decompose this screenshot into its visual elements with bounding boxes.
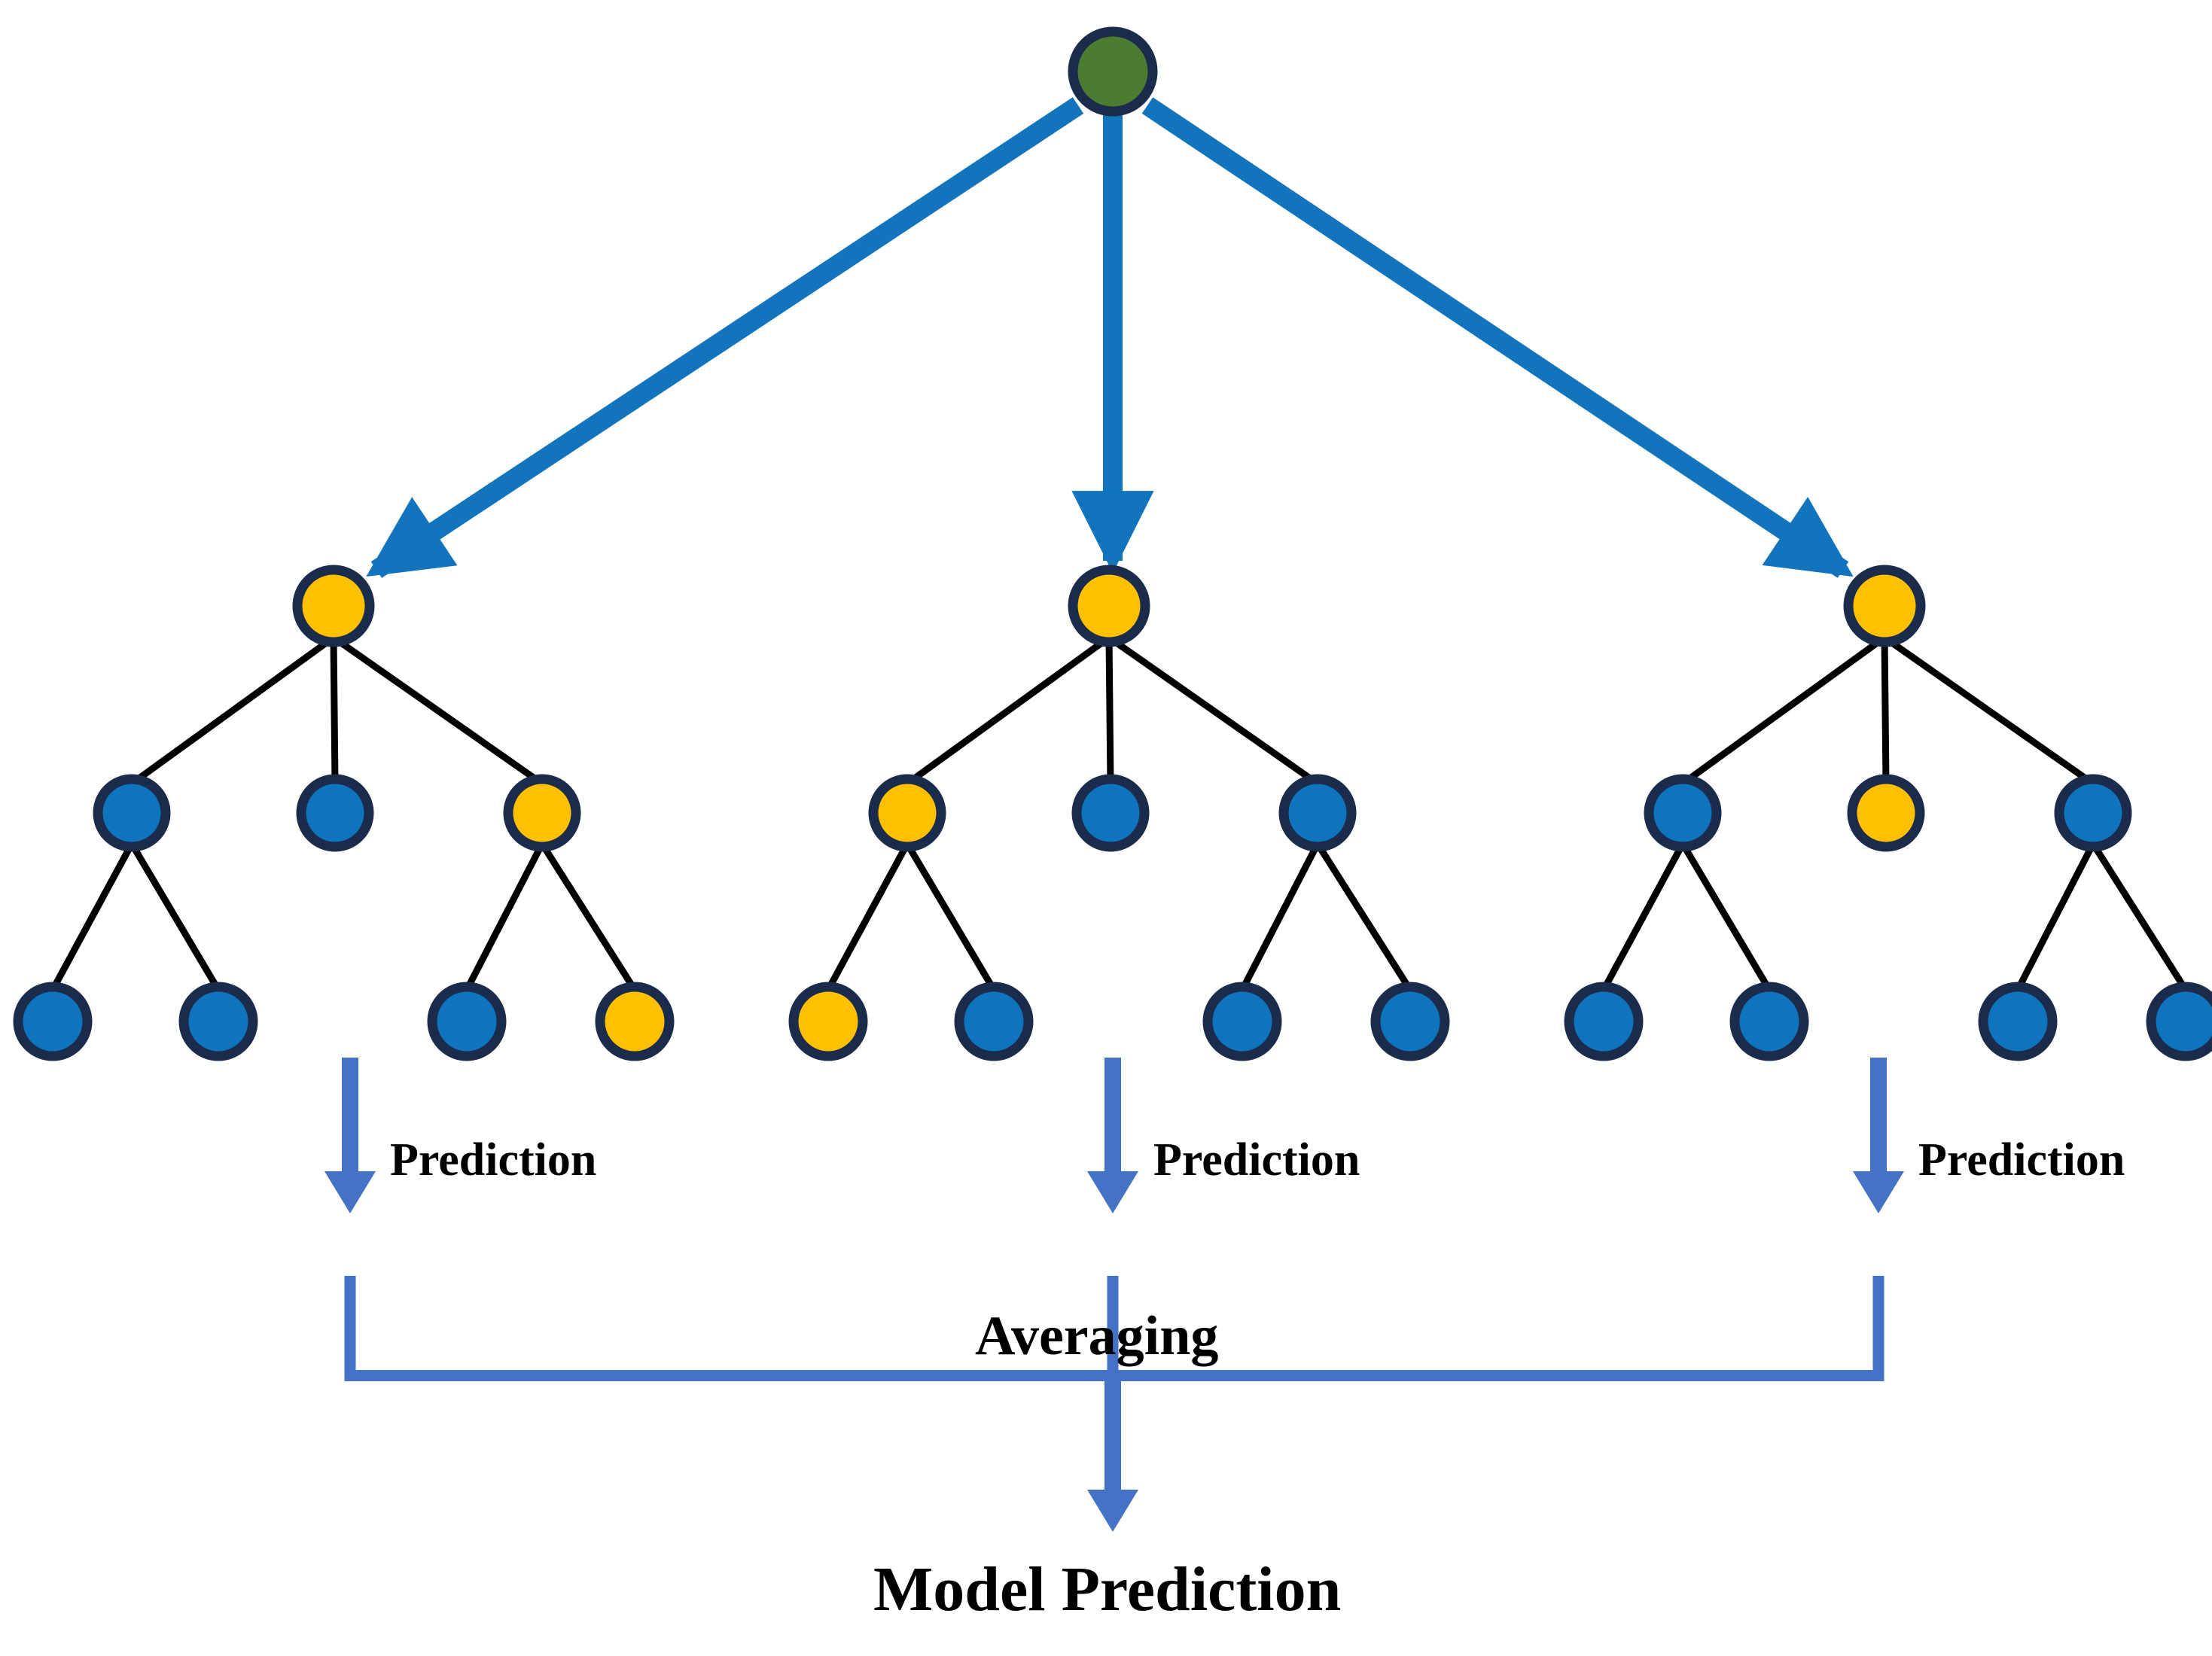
prediction-label-2: Prediction [1153,1134,1360,1186]
tree-3-level2-node-1[interactable] [1644,774,1722,852]
tree-edge-1-branch-1 [49,840,136,994]
tree-3-level2-node-3[interactable] [2054,774,2132,852]
tree-3-leaf-node-1[interactable] [1564,982,1644,1061]
dataset-root-node[interactable] [1068,26,1158,117]
tree-edge-2-root-2 [1105,634,1114,787]
main-arrow-to-tree-3 [1141,97,1854,578]
averaging-bracket-leg-1 [344,1276,356,1381]
tree-edge-1-root-3 [330,634,546,787]
tree-edge-2-branch-1 [824,840,911,994]
tree-1-root-node[interactable] [292,565,375,647]
tree-edge-2-root-1 [903,634,1113,787]
tree-edge-2-root-3 [1105,634,1321,787]
main-distribution-arrows [366,97,1854,578]
prediction-arrow-2 [1087,1058,1138,1213]
tree-edge-2-branch-4 [1314,840,1414,994]
tree-1-leaf-node-2[interactable] [178,982,258,1061]
tree-3-level2-node-2[interactable] [1847,774,1925,852]
tree-edge-1-root-1 [128,634,337,787]
tree-edge-2-branch-3 [1239,840,1321,994]
prediction-label-3: Prediction [1918,1134,2125,1186]
tree-edge-3-branch-3 [2014,840,2097,994]
prediction-arrow-1 [324,1058,376,1213]
final-model-prediction-arrow [1087,1370,1138,1532]
tree-3-leaf-node-4[interactable] [2146,982,2212,1061]
tree-edge-3-root-2 [1881,634,1890,787]
averaging-bracket-leg-2 [1107,1276,1119,1381]
tree-3-leaf-node-2[interactable] [1729,982,1809,1061]
tree-edge-3-branch-2 [1679,840,1773,994]
main-arrow-to-tree-1 [366,97,1084,578]
tree-edge-3-root-3 [1881,634,2097,787]
tree-2-level2-node-2[interactable] [1071,774,1150,852]
tree-edge-3-branch-4 [2089,840,2189,994]
tree-1-level2-node-2[interactable] [296,774,374,852]
tree-2-leaf-node-1[interactable] [788,982,868,1061]
tree-edge-3-branch-1 [1600,840,1686,994]
averaging-bracket-leg-3 [1872,1276,1884,1381]
prediction-label-1: Prediction [390,1134,597,1186]
tree-1-level2-node-1[interactable] [93,774,171,852]
tree-2-level2-node-3[interactable] [1278,774,1357,852]
tree-edge-1-branch-4 [538,840,638,994]
tree-edge-3-root-1 [1679,634,1888,787]
tree-3-leaf-node-3[interactable] [1978,982,2058,1061]
tree-nodes-group [13,26,2212,1061]
averaging-label: Averaging [975,1305,1219,1367]
tree-1-leaf-node-4[interactable] [595,982,675,1061]
tree-edges-group [49,634,2189,994]
prediction-flow-group [324,1058,1904,1532]
tree-3-root-node[interactable] [1843,565,1926,647]
model-prediction-label: Model Prediction [873,1554,1342,1624]
tree-2-leaf-node-2[interactable] [954,982,1034,1061]
tree-2-root-node[interactable] [1068,565,1150,647]
tree-1-level2-node-3[interactable] [503,774,581,852]
tree-1-leaf-node-3[interactable] [427,982,507,1061]
tree-edge-1-branch-3 [463,840,546,994]
prediction-arrow-3 [1853,1058,1904,1213]
tree-edge-2-branch-2 [903,840,998,994]
tree-edge-1-root-2 [330,634,339,787]
tree-2-level2-node-1[interactable] [868,774,946,852]
tree-1-leaf-node-1[interactable] [13,982,93,1061]
tree-2-leaf-node-3[interactable] [1202,982,1282,1061]
tree-2-leaf-node-4[interactable] [1370,982,1450,1061]
tree-edge-1-branch-2 [128,840,222,994]
